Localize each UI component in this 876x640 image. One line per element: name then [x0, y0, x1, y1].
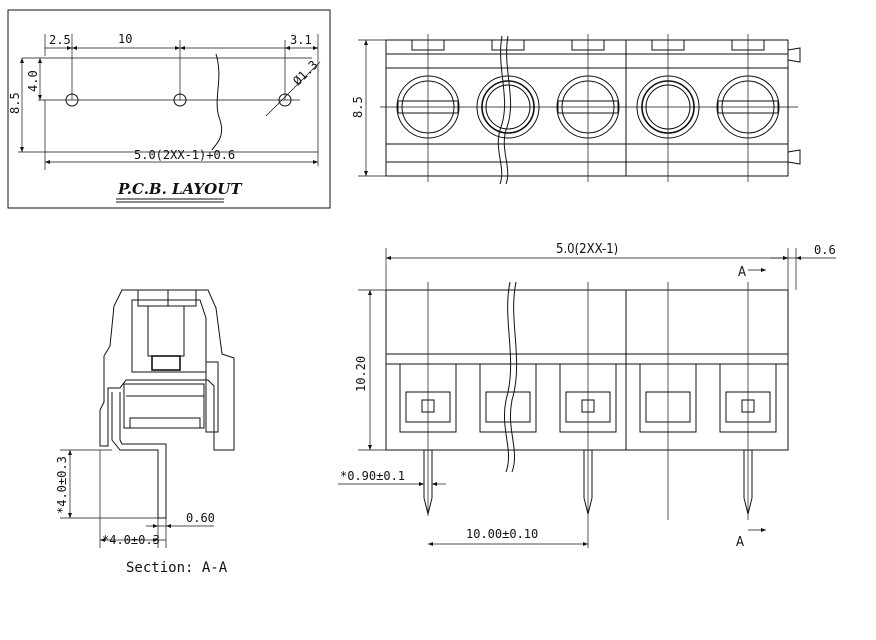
pcb-layout-frame — [7, 9, 331, 209]
front-dim-pin-pitch: 10.00±0.10 — [466, 527, 538, 541]
front-pin — [423, 450, 433, 515]
pcb-layout-view: 2.5 10 3.1 4.0 8.5 Ø1.3 5.0(2XX-1)+0.6 P… — [7, 9, 331, 209]
front-dim-length: 5.0(2XX-1) — [556, 242, 618, 257]
section-clamp — [123, 383, 205, 429]
pcb-dim-total: 5.0(2XX-1)+0.6 — [134, 148, 235, 162]
section-pin — [111, 392, 167, 519]
pcb-dim-height: 8.5 — [8, 92, 22, 114]
section-view: *4.0±0.3 *4.0±0.3 0.60 Section: A-A — [55, 289, 235, 576]
front-pin — [583, 450, 593, 515]
front-dim-height: 10.20 — [354, 356, 368, 392]
front-dim-pin-dia: *0.90±0.1 — [340, 469, 405, 483]
pcb-dim-pitch: 10 — [118, 32, 132, 46]
pcb-hole — [65, 93, 79, 107]
section-housing — [99, 289, 235, 451]
top-view: 8.5 — [351, 34, 801, 185]
section-caption: Section: A-A — [126, 560, 228, 576]
section-dim-pin-offset: *4.0±0.3 — [102, 533, 160, 547]
pcb-dim-hole-offset: 4.0 — [26, 70, 40, 92]
section-mark-top: A — [738, 265, 746, 280]
pcb-dim-right: 3.1 — [290, 33, 312, 47]
pcb-dim-edge: 2.5 — [49, 33, 71, 47]
pcb-layout-title: P.C.B. LAYOUT — [117, 180, 243, 198]
top-view-dim-height: 8.5 — [351, 96, 365, 118]
front-dim-overhang: 0.6 — [814, 243, 836, 257]
section-dim-pin-len: *4.0±0.3 — [55, 456, 69, 514]
section-screw-head — [137, 289, 197, 307]
pcb-hole — [278, 93, 292, 107]
pcb-dim-hole-dia: Ø1.3 — [290, 58, 320, 88]
front-view: 5.0(2XX-1) 0.6 A 10.20 — [338, 242, 836, 550]
section-dim-thickness: 0.60 — [186, 511, 215, 525]
front-pin — [743, 450, 753, 515]
pcb-hole — [173, 93, 187, 107]
top-view-body — [385, 39, 789, 177]
wire-entry — [479, 363, 537, 433]
pcb-break-line — [211, 53, 223, 151]
section-mark-bottom: A — [736, 535, 744, 550]
front-view-body — [385, 289, 789, 451]
